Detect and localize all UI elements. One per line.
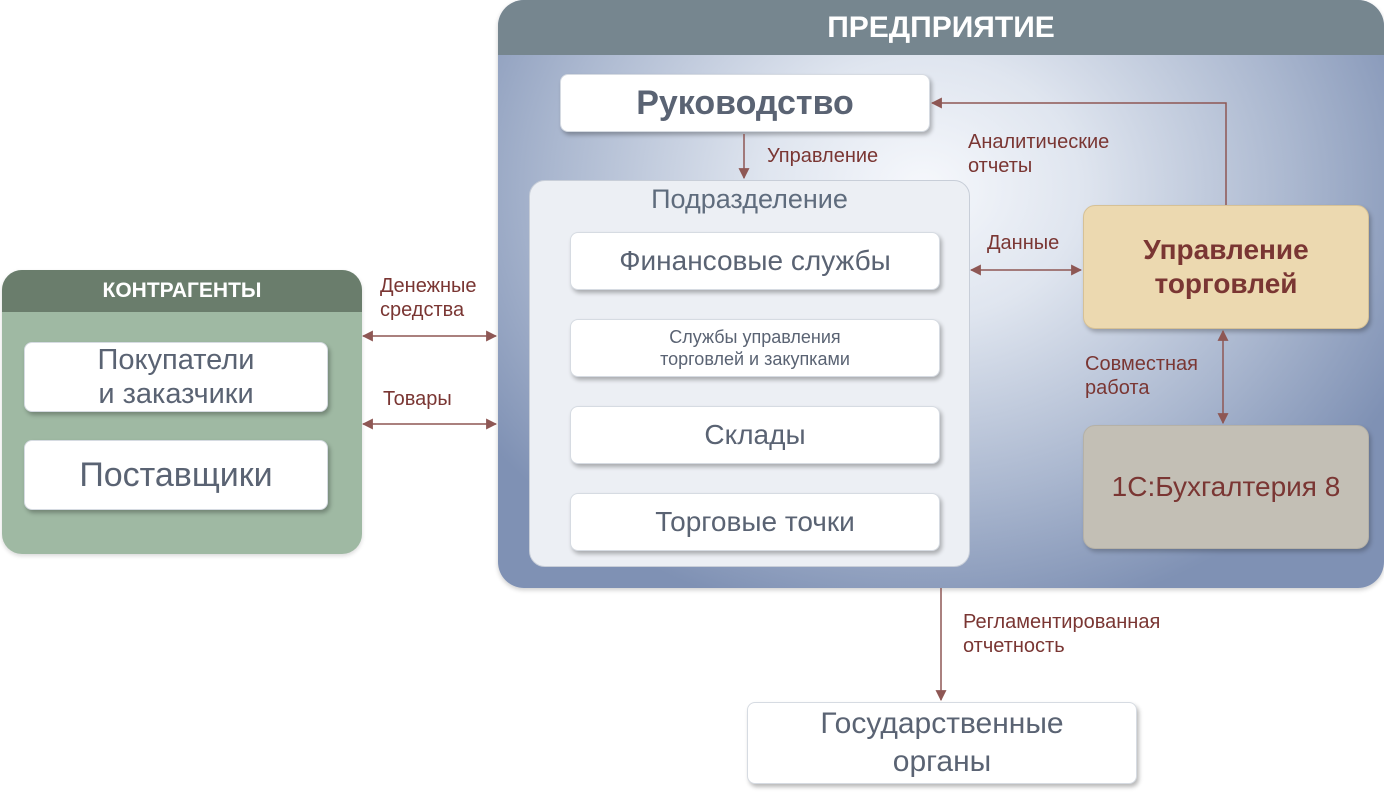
trade-services-line2: торговлей и закупками <box>660 349 850 369</box>
analytics-label-line1: Аналитические <box>968 131 1110 153</box>
trade-services-line1: Службы управления <box>669 327 841 347</box>
management-box: Руководство <box>560 74 930 132</box>
government-line2: органы <box>892 745 992 778</box>
suppliers-box: Поставщики <box>24 440 328 510</box>
goods-label: Товары <box>383 388 452 410</box>
finance-services-box: Финансовые службы <box>570 232 940 290</box>
money-label-line2: средства <box>380 299 465 321</box>
regulated-reporting-label-line2: отчетность <box>963 635 1065 657</box>
buyers-label-line2: и заказчики <box>98 378 254 410</box>
trade-management-line1: Управление <box>1143 234 1309 265</box>
money-label-line1: Денежные <box>380 275 477 297</box>
joint-work-label: Совместная работа <box>1085 352 1198 400</box>
buyers-label-line1: Покупатели <box>97 344 255 376</box>
joint-work-label-line1: Совместная <box>1085 353 1198 375</box>
regulated-reporting-label-line1: Регламентированная <box>963 611 1161 633</box>
money-label: Денежные средства <box>380 274 477 322</box>
warehouses-box: Склады <box>570 406 940 464</box>
data-label: Данные <box>987 232 1060 254</box>
points-of-sale-box: Торговые точки <box>570 493 940 551</box>
analytics-arrow <box>930 97 1227 205</box>
joint-work-label-line2: работа <box>1085 377 1150 399</box>
buyers-box: Покупатели и заказчики <box>24 342 328 412</box>
regulated-reporting-label: Регламентированная отчетность <box>963 610 1160 658</box>
government-box: Государственные органы <box>747 702 1137 784</box>
enterprise-header: ПРЕДПРИЯТИЕ <box>498 0 1384 55</box>
trade-management-box: Управление торговлей <box>1083 205 1369 329</box>
accounting-box: 1С:Бухгалтерия 8 <box>1083 425 1369 549</box>
government-line1: Государственные <box>820 707 1064 740</box>
trade-services-box: Службы управления торговлей и закупками <box>570 319 940 377</box>
division-title: Подразделение <box>651 183 848 214</box>
analytics-label-line2: отчеты <box>968 155 1033 177</box>
analytics-label: Аналитические отчеты <box>968 130 1109 178</box>
counterparties-header: КОНТРАГЕНТЫ <box>2 270 362 312</box>
trade-management-line2: торговлей <box>1154 268 1298 299</box>
control-label: Управление <box>767 145 879 167</box>
